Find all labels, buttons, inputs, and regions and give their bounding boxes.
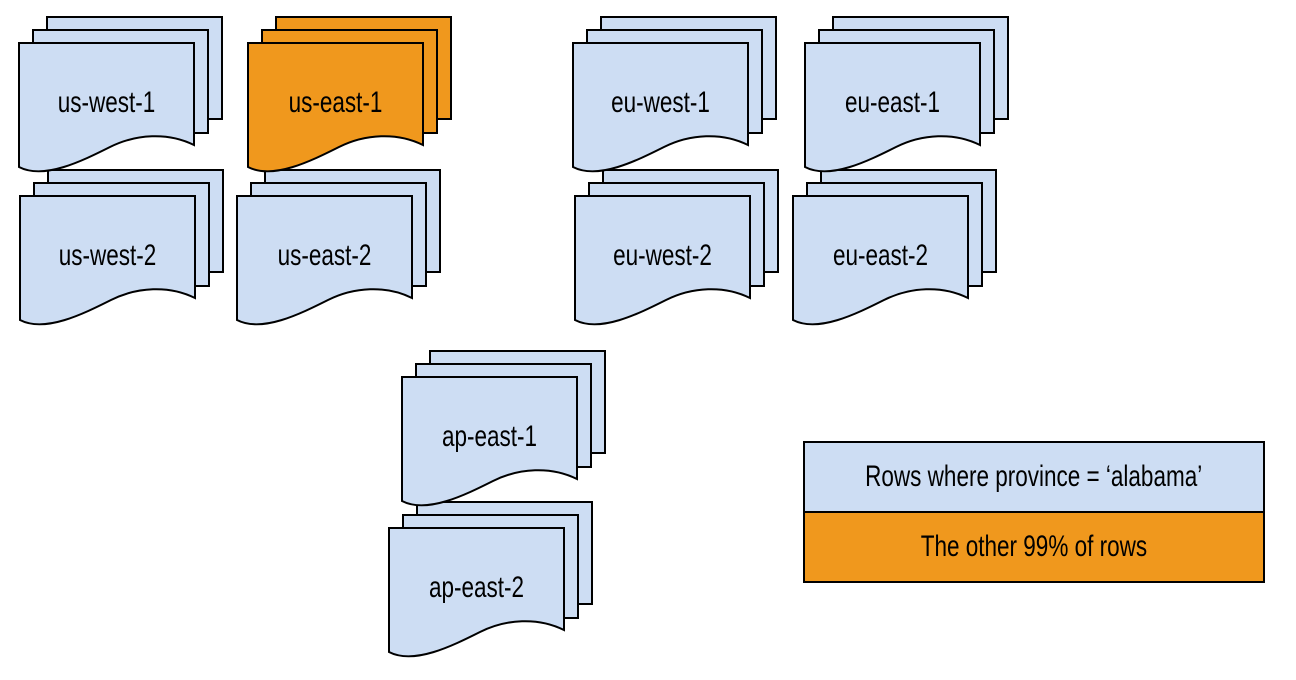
stack-us-west-1: us-west-1 <box>18 12 224 178</box>
document-stack-icon <box>18 16 223 173</box>
stack-label: us-east-2 <box>277 239 372 272</box>
stack-label: ap-east-1 <box>441 420 538 453</box>
stack-eu-east-1: eu-east-1 <box>804 12 1010 178</box>
document-stack-icon <box>792 169 997 326</box>
stack-label: us-east-1 <box>288 86 383 119</box>
stack-label: eu-west-2 <box>613 239 712 272</box>
front-document-icon <box>574 195 751 326</box>
front-document-icon <box>236 195 413 326</box>
document-stack-icon <box>388 501 593 658</box>
legend-item-other-rows: The other 99% of rows <box>805 511 1263 581</box>
legend: Rows where province = ‘alabama’ The othe… <box>803 441 1265 583</box>
document-stack-icon <box>401 350 606 507</box>
stack-ap-east-2: ap-east-2 <box>388 497 594 663</box>
document-stack-icon <box>574 169 779 326</box>
front-document-icon <box>19 195 196 326</box>
legend-item-alabama-rows: Rows where province = ‘alabama’ <box>805 443 1263 511</box>
document-stack-icon <box>804 16 1009 173</box>
stack-label: us-west-1 <box>57 86 156 119</box>
stack-eu-east-2: eu-east-2 <box>792 165 998 331</box>
document-stack-icon <box>247 16 452 173</box>
stack-label: eu-east-2 <box>832 239 929 272</box>
front-document-icon <box>401 376 578 507</box>
stack-eu-west-1: eu-west-1 <box>572 12 778 178</box>
front-document-icon <box>388 527 565 658</box>
front-document-icon <box>572 42 749 173</box>
stack-label: us-west-2 <box>58 239 157 272</box>
stack-eu-west-2: eu-west-2 <box>574 165 780 331</box>
document-stack-icon <box>572 16 777 173</box>
front-document-icon <box>804 42 981 173</box>
stack-ap-east-1: ap-east-1 <box>401 346 607 512</box>
front-document-icon <box>18 42 195 173</box>
document-stack-icon <box>19 169 224 326</box>
stack-label: eu-west-1 <box>611 86 710 119</box>
stack-us-west-2: us-west-2 <box>19 165 225 331</box>
legend-label: The other 99% of rows <box>920 530 1148 563</box>
stack-us-east-2: us-east-2 <box>236 165 442 331</box>
stack-label: ap-east-2 <box>428 571 525 604</box>
front-document-icon <box>247 42 424 173</box>
legend-label: Rows where province = ‘alabama’ <box>865 460 1203 493</box>
stack-label: eu-east-1 <box>844 86 941 119</box>
front-document-icon <box>792 195 969 326</box>
stack-us-east-1: us-east-1 <box>247 12 453 178</box>
document-stack-icon <box>236 169 441 326</box>
